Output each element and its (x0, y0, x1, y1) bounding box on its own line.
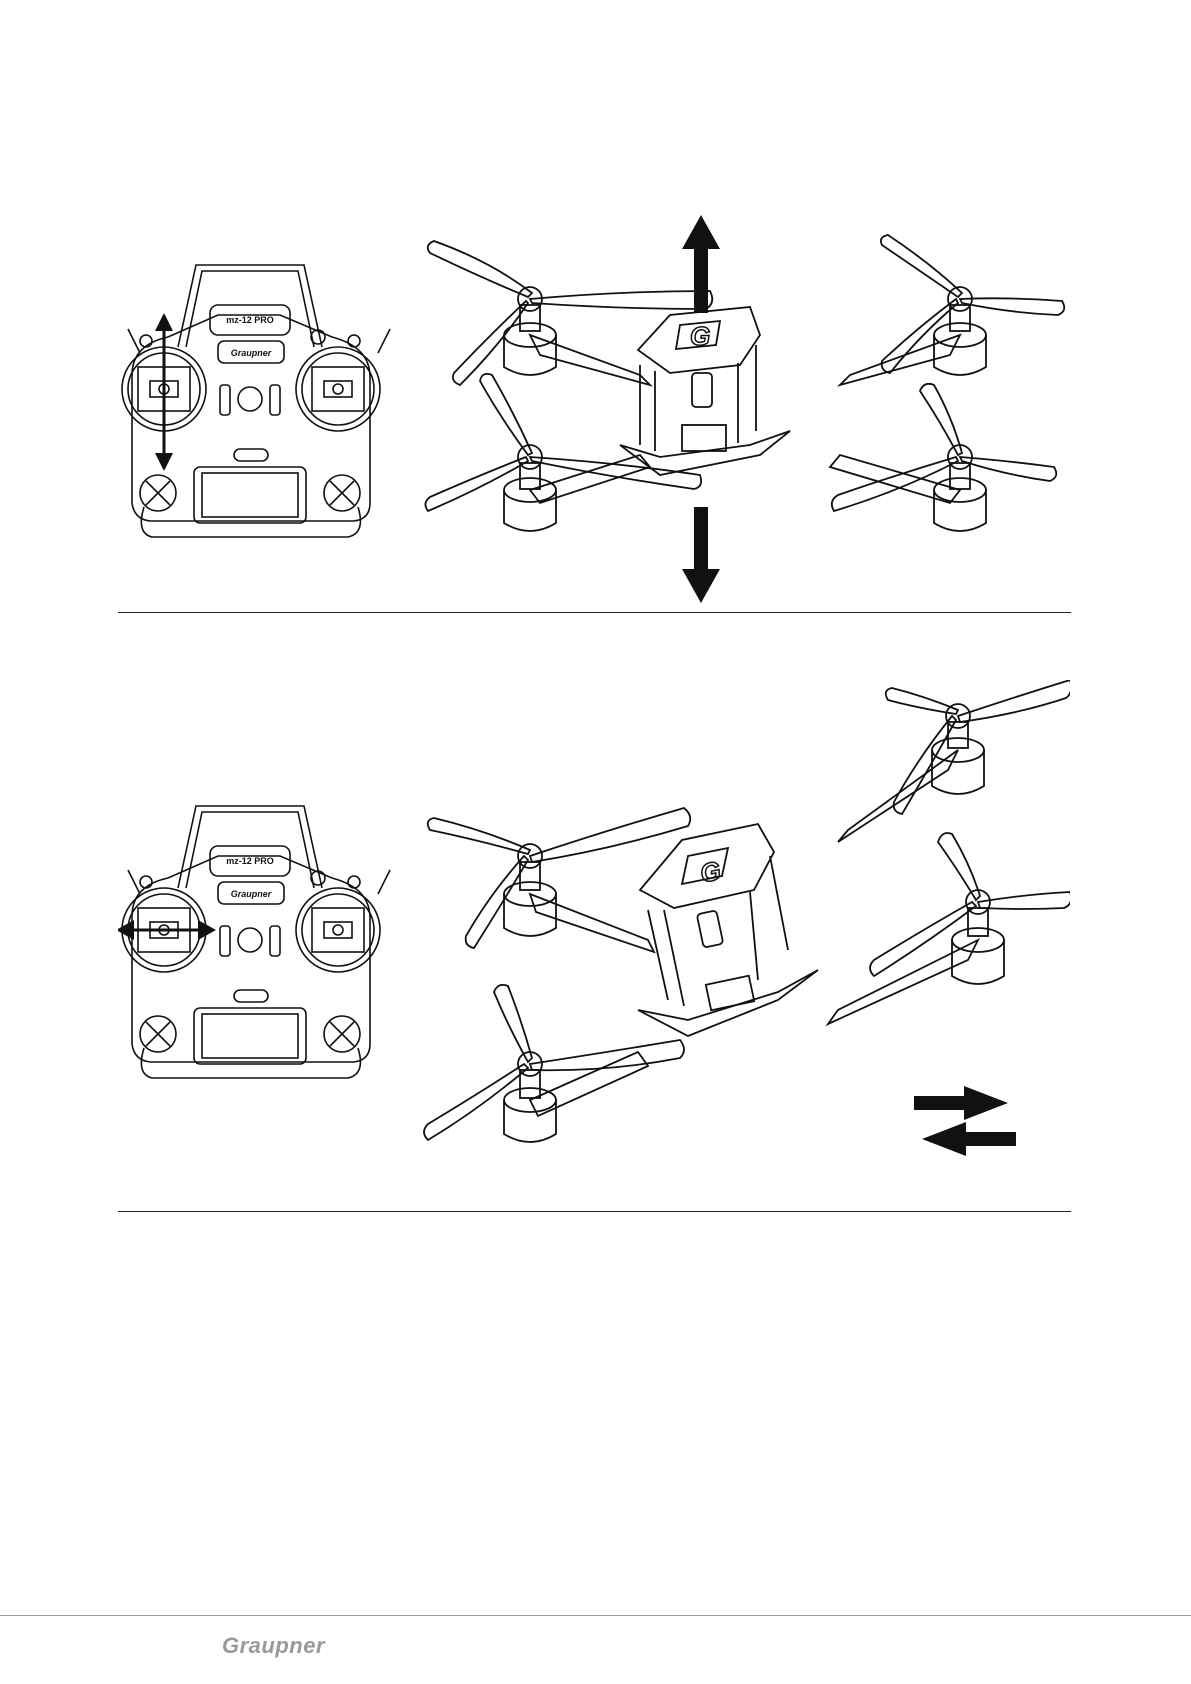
drone-logo-icon: G (697, 855, 723, 889)
section-divider (118, 612, 1071, 613)
down-arrow-icon (682, 507, 720, 603)
throttle-section: mz-12 PRO Graupner (118, 185, 1071, 615)
transmitter-model-label: mz-12 PRO (226, 315, 274, 325)
section-divider (118, 1211, 1071, 1212)
drone-illustration: G (418, 680, 1070, 1210)
transmitter-brand-label: Graupner (231, 889, 272, 899)
footer-divider (0, 1615, 1191, 1616)
drone-illustration: G (420, 205, 1070, 605)
up-arrow-icon (682, 215, 720, 313)
transmitter-illustration: mz-12 PRO Graupner (118, 798, 400, 1098)
left-arrow-icon (922, 1122, 1016, 1156)
stick-horizontal-arrow-icon (118, 920, 216, 940)
footer-brand-logo: Graupner (222, 1633, 325, 1659)
transmitter-model-label: mz-12 PRO (226, 856, 274, 866)
transmitter-brand-label: Graupner (231, 348, 272, 358)
drone-logo-icon: G (690, 321, 710, 351)
transmitter-illustration: mz-12 PRO Graupner (118, 257, 400, 557)
right-arrow-icon (914, 1086, 1008, 1120)
roll-section: mz-12 PRO Graupner (118, 680, 1071, 1212)
